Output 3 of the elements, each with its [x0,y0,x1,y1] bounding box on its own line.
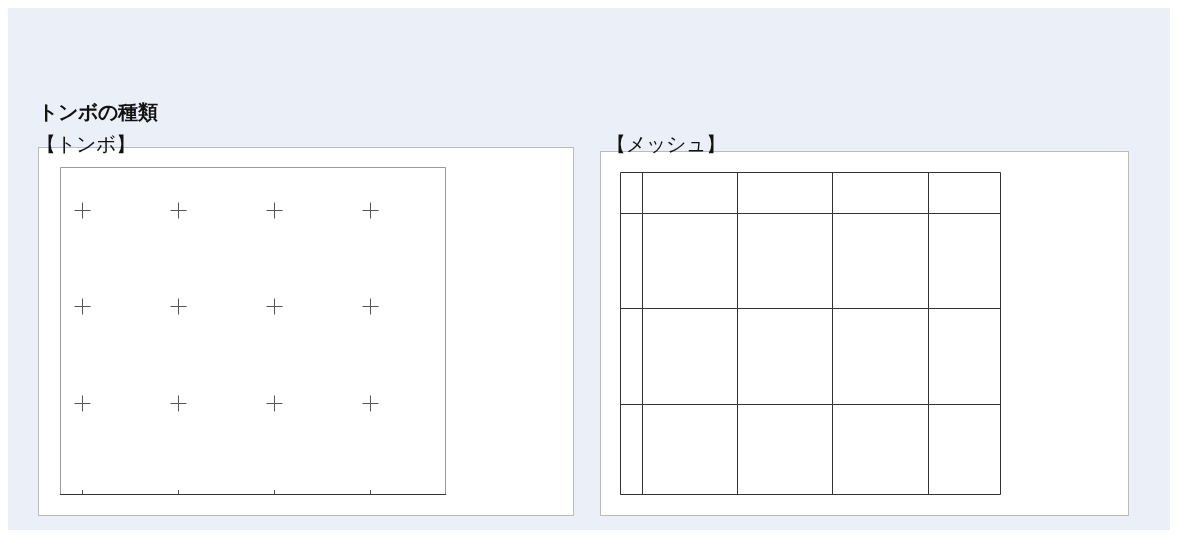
section-heading: トンボの種類 [38,99,158,126]
panel-caption: 【トンボ】 [36,131,136,158]
panel-caption: 【メッシュ】 [606,131,726,158]
